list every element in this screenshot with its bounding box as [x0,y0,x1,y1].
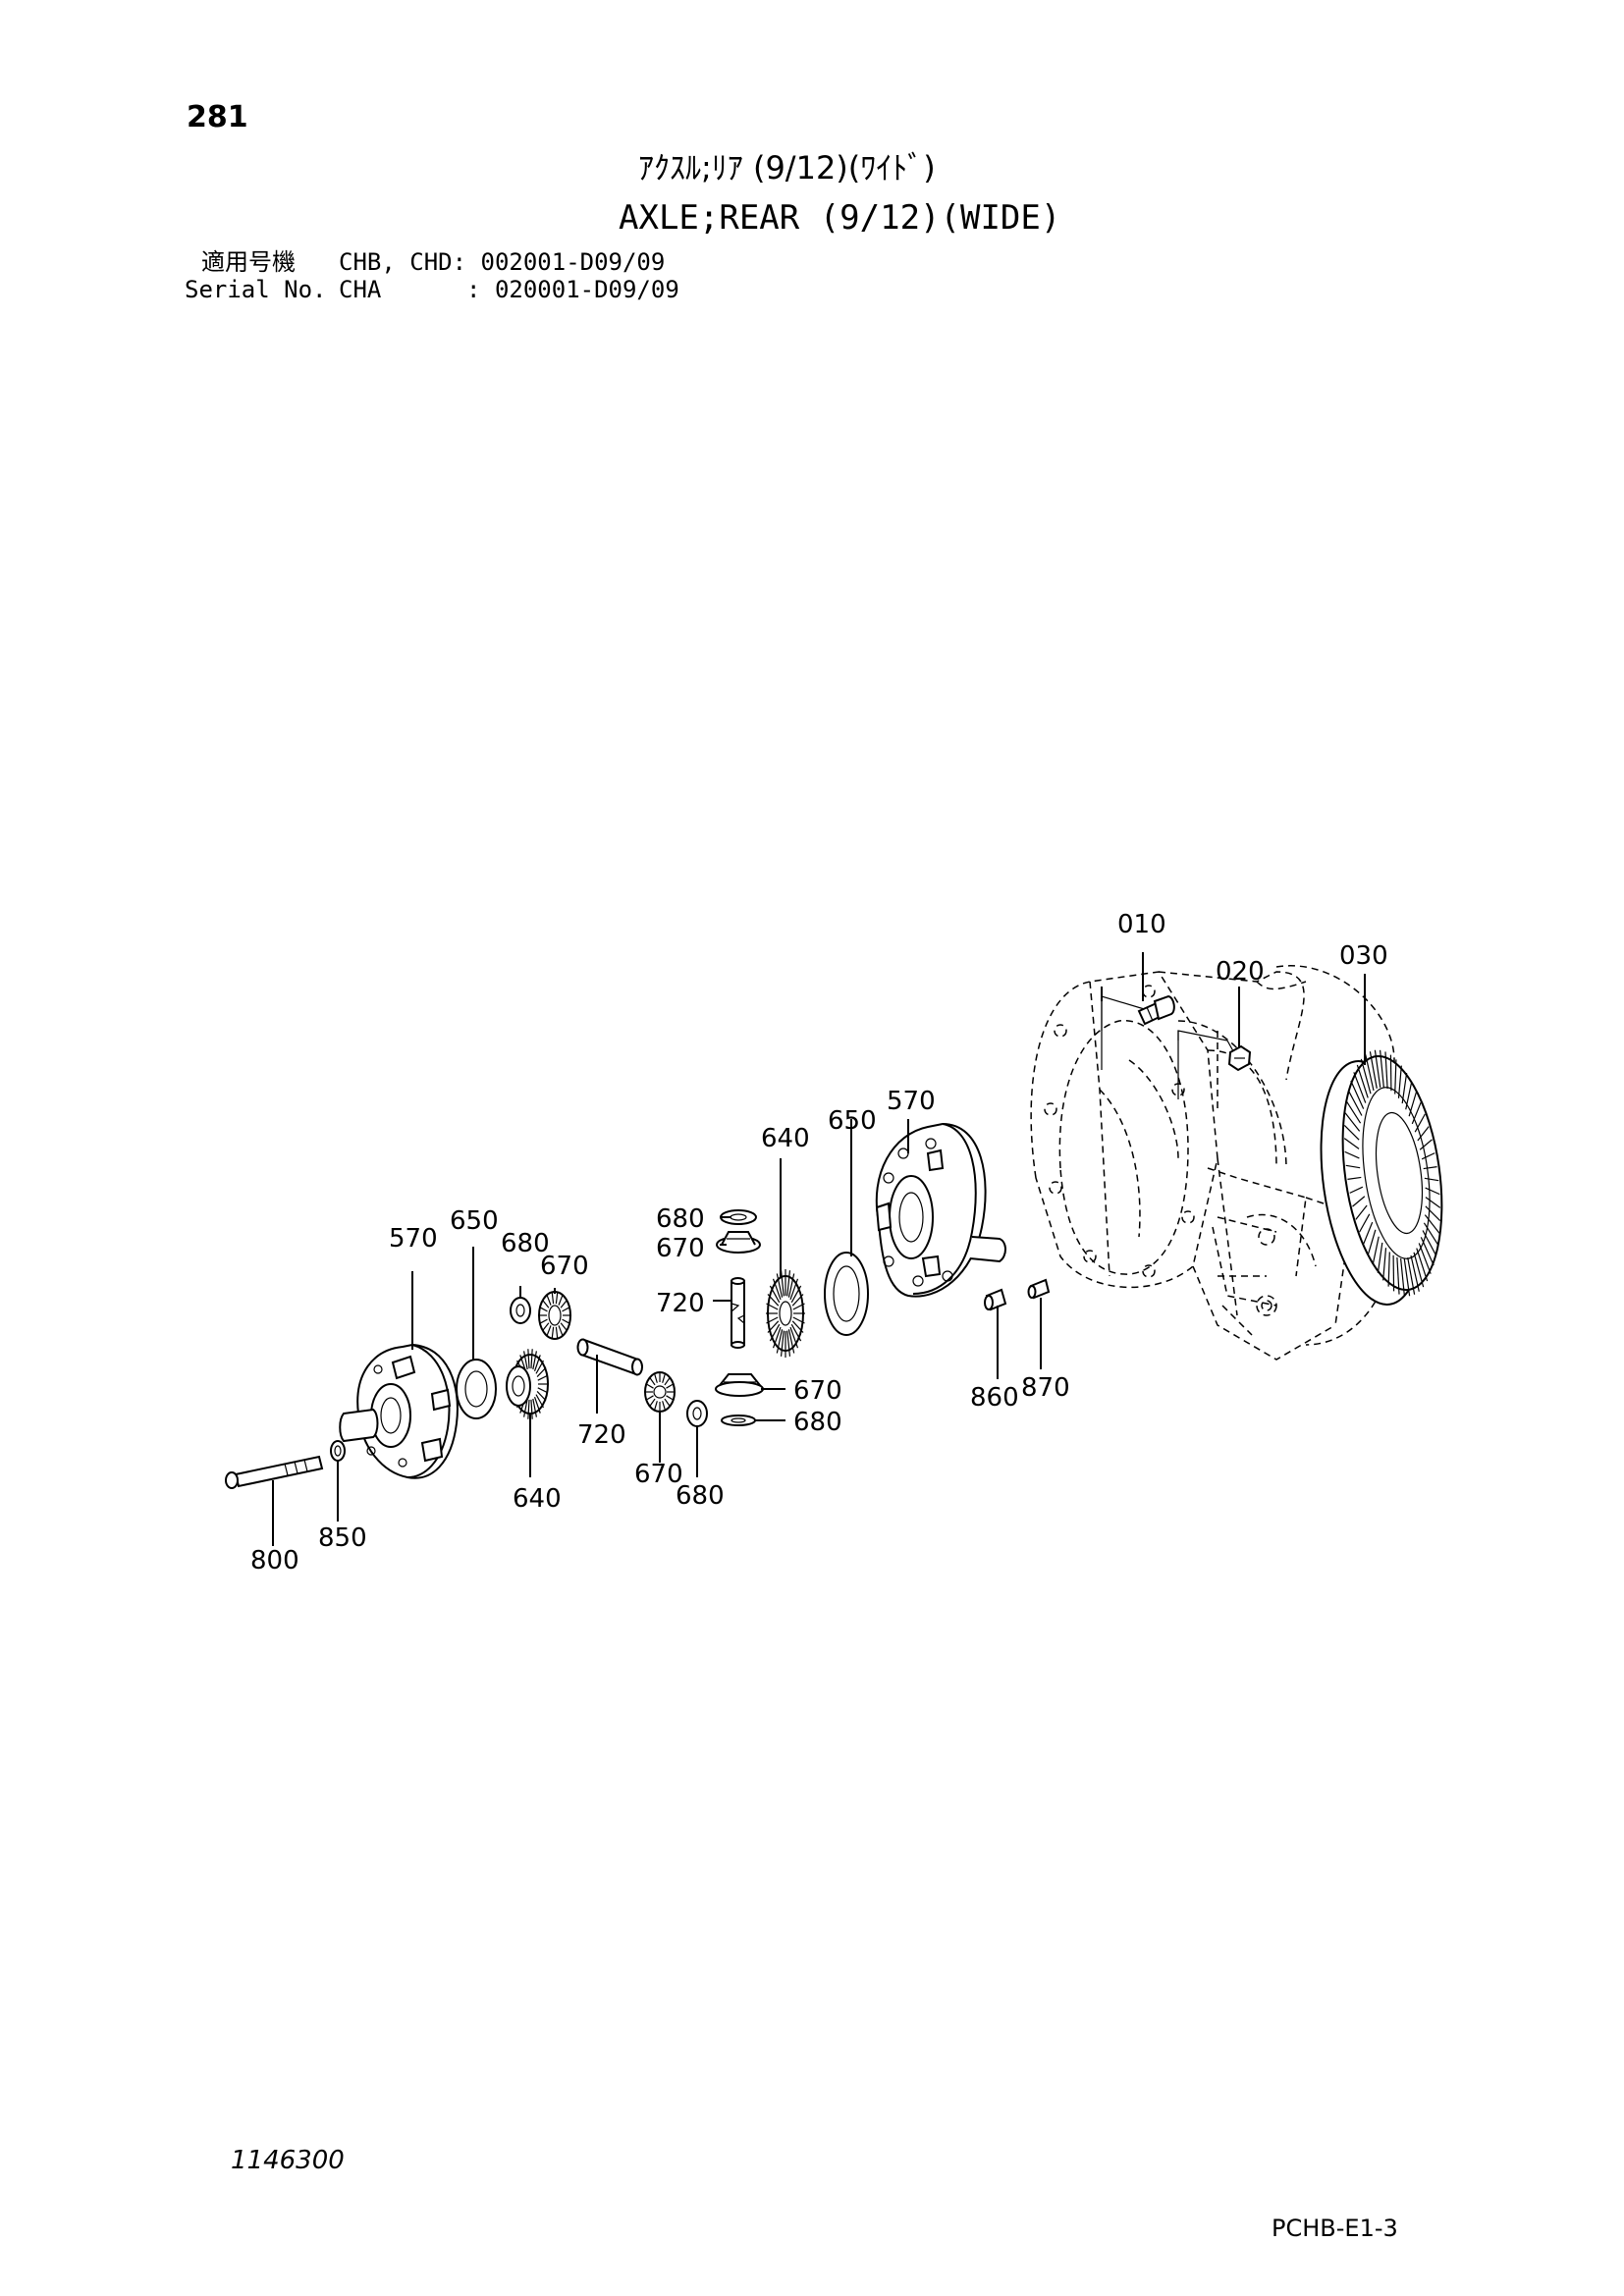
pinion-gear-670-left-teeth [539,1292,570,1339]
label-640-left: 640 [513,1484,562,1514]
washer-680-bottom [686,1400,708,1427]
label-030: 030 [1339,941,1388,971]
thrust-washer-650-left [456,1359,497,1419]
pinion-shaft-720-right [731,1277,745,1349]
label-570-left: 570 [389,1224,438,1254]
page-code: PCHB-E1-3 [1272,2215,1398,2242]
bolt-010 [1137,994,1175,1026]
serial-value-chb-chd: CHB, CHD: 002001-D09/09 [339,248,666,276]
title-japanese: ｱｸｽﾙ;ﾘｱ (9/12)(ﾜｲﾄﾞ) [638,149,936,187]
washer-850 [330,1440,346,1462]
serial-value-cha: CHA : 020001-D09/09 [339,276,679,303]
label-680-bottom: 680 [676,1481,725,1511]
label-650-left: 650 [450,1206,499,1236]
leader-bracket-010-020 [1101,987,1238,1099]
serial-label-jp: 適用号機 [201,248,296,276]
pinion-gear-670-bottom-teeth [646,1372,674,1412]
label-720-left: 720 [577,1420,626,1450]
label-650-top: 650 [828,1106,877,1136]
pinion-shaft-720-left [576,1338,643,1376]
part-labels: 010 020 030 570 640 650 680 670 720 670 … [250,910,1388,1575]
side-gear-640-right-teeth [766,1269,805,1358]
label-570-right: 570 [887,1087,936,1116]
pinion-gear-670-bottom [644,1371,676,1413]
washer-680-left [510,1297,531,1324]
label-670-bottom: 670 [634,1460,683,1489]
label-640-top: 640 [761,1124,810,1153]
title-english: AXLE;REAR (9/12)(WIDE) [619,198,1061,238]
pinion-gear-670-left [538,1291,571,1340]
thrust-washer-650-right [824,1252,869,1336]
label-860: 860 [970,1383,1019,1413]
label-720-top: 720 [656,1289,705,1318]
side-gear-640-left [506,1349,549,1419]
washer-680-right [721,1415,756,1426]
label-020: 020 [1216,957,1265,987]
label-870: 870 [1021,1373,1070,1403]
pinion-gear-670-top [716,1231,761,1254]
nut-020 [1227,1044,1252,1072]
label-670-right: 670 [793,1376,842,1406]
differential-case-570-right [875,1122,1006,1298]
label-850: 850 [318,1523,367,1553]
page-number: 281 [187,100,248,134]
label-680-right: 680 [793,1408,842,1437]
axle-housing-drawing [1030,965,1395,1361]
label-670-top: 670 [656,1234,705,1263]
bolt-800 [225,1455,324,1489]
differential-case-570-left [339,1343,459,1479]
ring-gear-teeth [1343,1049,1441,1297]
serial-label-en: Serial No. [185,276,327,303]
leader-lines [272,952,1366,1546]
label-010: 010 [1117,910,1166,939]
ring-gear-030 [1320,1049,1443,1306]
pin-870 [1027,1278,1051,1300]
pinion-gear-670-right [714,1373,766,1397]
label-680-top: 680 [656,1204,705,1234]
label-680-left: 680 [501,1229,550,1258]
side-gear-640-right [766,1269,805,1358]
label-800: 800 [250,1546,299,1575]
pin-860 [984,1288,1007,1311]
document-number: 1146300 [231,2146,345,2175]
label-670-left: 670 [540,1252,589,1281]
